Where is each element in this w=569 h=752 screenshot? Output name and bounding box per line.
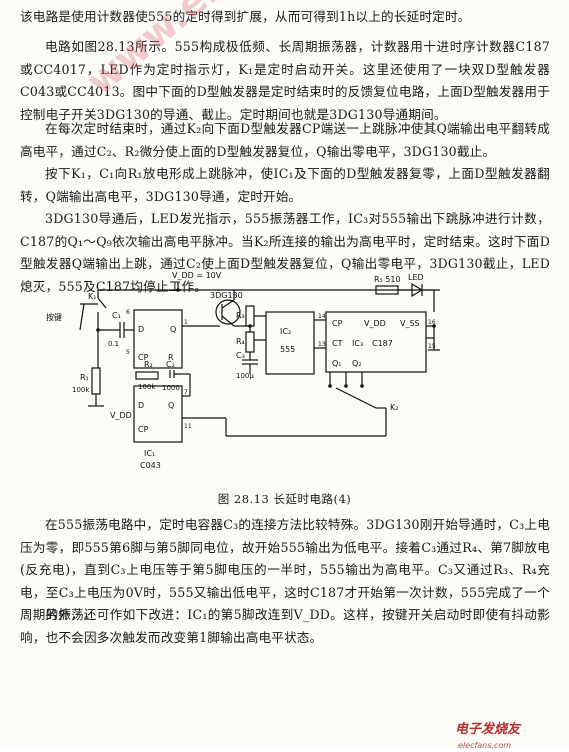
r4-label: R₄ (236, 337, 245, 346)
ct-cp-label: CP (332, 319, 343, 328)
pin-6: 6 (126, 309, 130, 316)
c2-label: C₂ (166, 360, 175, 369)
circuit-diagram: V_DD = 10V K₁ 按键 C₁ 0.1 R₁ 100k R₂ 100k … (46, 271, 440, 470)
pin-11: 11 (184, 423, 192, 430)
ct-vss-label: V_SS (400, 319, 420, 328)
pin-1: 1 (184, 319, 188, 326)
pin-14: 14 (318, 313, 326, 320)
paragraph-7: 另外，还可作如下改进：IC₁的第5脚改连到V_DD。这样，按键开关启动时即使有抖… (20, 607, 550, 645)
site-logo: 电子发烧友elecfans.com (455, 718, 569, 752)
pin-13: 7 (184, 389, 188, 396)
vdd-low-label: V_DD (110, 411, 132, 420)
figure-caption: 图 28.13 长延时电路(4) (217, 492, 352, 506)
ct-q2-label: Q₂ (352, 359, 362, 368)
r3-label: R₃ (236, 311, 245, 320)
ff-r-upper: R (168, 353, 174, 362)
r2-label: R₂ (144, 360, 153, 369)
led-label: LED (408, 273, 424, 282)
ic2-label: IC₂ (280, 327, 291, 336)
paragraph-3: 在每次定时结束时，通过K₂向下面D型触发器CP端送一上跳脉冲使其Q端输出电平翻转… (20, 121, 550, 159)
c1-value-label: 0.1 (108, 340, 119, 348)
paragraph-4: 按下K₁，C₁向R₁放电形成上跳脉冲，使IC₁及下面的D型触发器复零，上面D型触… (20, 166, 550, 204)
pin-16: 16 (428, 319, 436, 326)
r1-value-label: 100k (72, 386, 90, 394)
ic1-name-label: C043 (140, 461, 161, 470)
ff-cp-lower: CP (138, 425, 149, 434)
transistor-label: 3DG130 (210, 291, 243, 300)
ic3-label: IC₃ (352, 339, 363, 348)
k1-label: K₁ (88, 292, 96, 301)
k2-label: K₂ (390, 403, 398, 412)
paragraph-6: 在555振荡电路中，定时电容器C₃的连接方法比较特殊。3DG130刚开始导通时，… (20, 517, 550, 622)
logo-text: 电子发烧友 (455, 722, 521, 737)
c3-label: C₃ (236, 351, 245, 360)
ct-ct-label: CT (332, 339, 343, 348)
ff-q-upper: Q (170, 325, 176, 334)
vdd-top-label: V_DD = 10V (172, 271, 222, 280)
c2-value-label: 1000 (162, 384, 180, 392)
ct-q1-label: Q₁ (332, 359, 342, 368)
pin-15: 15 (428, 343, 436, 350)
ff-cp-upper: CP (138, 353, 149, 362)
ic1-label: IC₁ (144, 449, 155, 458)
ic2-num-label: 555 (280, 345, 295, 354)
k1-note-label: 按键 (46, 312, 62, 322)
ct-vdd-label: V_DD (364, 319, 386, 328)
c3-value-label: 100μ (236, 372, 254, 380)
ff-q-lower: Q (168, 401, 174, 410)
ff-d-lower: D (138, 401, 144, 410)
r1-label: R₁ (80, 373, 89, 382)
r2-value-label: 100k (138, 383, 156, 391)
paragraph-2: 电路如图28.13所示。555构成极低频、长周期振荡器，计数器用十进时序计数器C… (20, 39, 550, 122)
c1-label: C₁ (112, 311, 121, 320)
pin-13b: 13 (318, 341, 326, 348)
ff-d-upper: D (138, 325, 144, 334)
pin-5: 5 (126, 349, 130, 356)
ic3-name-label: C187 (372, 339, 393, 348)
r5-label: R₅ 510 (374, 275, 401, 284)
paragraph-1: 该电路是使用计数器使555的定时得到扩展，从而可得到1h以上的长延时定时。 (20, 9, 471, 24)
